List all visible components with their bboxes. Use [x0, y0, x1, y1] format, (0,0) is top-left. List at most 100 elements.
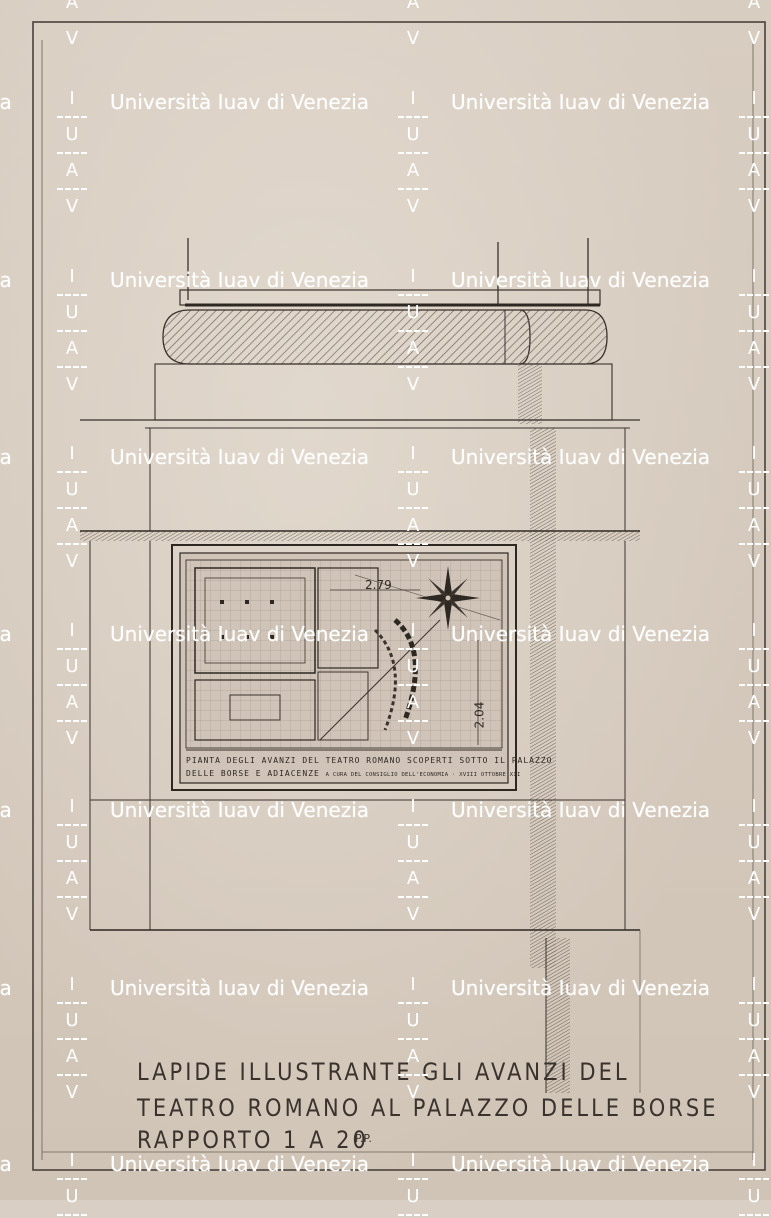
- outer-frame: [32, 21, 766, 1171]
- watermark-dash: [57, 1038, 87, 1042]
- plaque-caption-line2-main: DELLE BORSE E ADIACENZE: [186, 769, 320, 778]
- watermark-dash: [739, 1074, 769, 1078]
- watermark-letter: V: [406, 28, 420, 49]
- watermark-dash: [398, 1002, 428, 1006]
- watermark-dash: [739, 543, 769, 547]
- watermark-letter: V: [747, 904, 761, 925]
- shadow-band-2: [530, 428, 556, 968]
- watermark-letter: V: [747, 551, 761, 572]
- watermark-dash: [57, 116, 87, 120]
- watermark-dash: [398, 1178, 428, 1182]
- watermark-dash: [57, 1178, 87, 1182]
- initials: P.P.: [355, 1132, 372, 1145]
- watermark-letter: U: [747, 124, 761, 145]
- watermark-letter: U: [747, 1010, 761, 1031]
- watermark-dash: [398, 188, 428, 192]
- watermark-dash: [398, 684, 428, 688]
- watermark-letter: A: [406, 0, 420, 13]
- watermark-letter: I: [410, 1150, 416, 1171]
- watermark-letter: I: [69, 266, 75, 287]
- watermark-letter: V: [747, 374, 761, 395]
- plaque-frame: [171, 544, 517, 791]
- watermark-letter: V: [747, 196, 761, 217]
- watermark-text: Università Iuav di Venezia: [451, 90, 711, 114]
- watermark-letter: A: [747, 0, 761, 13]
- watermark-letter: A: [65, 515, 79, 536]
- watermark-letter: V: [747, 728, 761, 749]
- watermark-letter: U: [406, 656, 420, 677]
- watermark-letter: U: [747, 832, 761, 853]
- watermark-letter: U: [747, 1186, 761, 1207]
- watermark-letter: V: [65, 904, 79, 925]
- watermark-text: Università Iuav di Venezia: [451, 268, 711, 292]
- watermark-letter: I: [69, 88, 75, 109]
- watermark-text: Università Iuav di Venezia: [451, 622, 711, 646]
- watermark-text-partial: ia: [0, 1152, 12, 1176]
- watermark-letter: V: [65, 28, 79, 49]
- watermark-text: Università Iuav di Venezia: [110, 1152, 370, 1176]
- watermark-dash: [739, 860, 769, 864]
- watermark-letter: V: [65, 374, 79, 395]
- plaque-caption-line2: DELLE BORSE E ADIACENZE A CURA DEL CONSI…: [186, 769, 521, 778]
- watermark-text: Università Iuav di Venezia: [110, 268, 370, 292]
- watermark-text-partial: ia: [0, 268, 12, 292]
- watermark-letter: A: [406, 160, 420, 181]
- watermark-dash: [739, 152, 769, 156]
- watermark-letter: I: [410, 796, 416, 817]
- watermark-dash: [739, 1038, 769, 1042]
- watermark-letter: A: [406, 338, 420, 359]
- watermark-text: Università Iuav di Venezia: [451, 976, 711, 1000]
- watermark-dash: [398, 1214, 428, 1218]
- watermark-letter: I: [69, 974, 75, 995]
- watermark-text: Università Iuav di Venezia: [110, 976, 370, 1000]
- watermark-letter: I: [69, 1150, 75, 1171]
- watermark-letter: I: [410, 266, 416, 287]
- watermark-letter: A: [65, 0, 79, 13]
- watermark-letter: U: [747, 302, 761, 323]
- watermark-letter: U: [65, 656, 79, 677]
- watermark-letter: A: [406, 692, 420, 713]
- watermark-letter: V: [406, 374, 420, 395]
- watermark-dash: [739, 330, 769, 334]
- dimension-width-label: 2.79: [365, 578, 392, 592]
- watermark-letter: A: [406, 1046, 420, 1067]
- watermark-text-partial: ia: [0, 622, 12, 646]
- watermark-dash: [57, 471, 87, 475]
- watermark-dash: [57, 720, 87, 724]
- watermark-dash: [57, 1002, 87, 1006]
- title-line-2: TEATRO ROMANO AL PALAZZO DELLE BORSE: [137, 1094, 719, 1122]
- watermark-letter: U: [406, 302, 420, 323]
- watermark-dash: [398, 507, 428, 511]
- watermark-letter: V: [65, 551, 79, 572]
- watermark-dash: [739, 116, 769, 120]
- watermark-dash: [57, 860, 87, 864]
- watermark-dash: [739, 366, 769, 370]
- watermark-dash: [739, 824, 769, 828]
- plaque-caption-line2-small: A CURA DEL CONSIGLIO DELL'ECONOMIA · XVI…: [325, 772, 521, 778]
- watermark-letter: I: [751, 974, 757, 995]
- watermark-letter: I: [69, 443, 75, 464]
- watermark-dash: [739, 684, 769, 688]
- dimension-height-label: 2.04: [472, 701, 487, 729]
- title-line-1: LAPIDE ILLUSTRANTE GLI AVANZI DEL: [137, 1058, 630, 1086]
- watermark-text-partial: ia: [0, 445, 12, 469]
- watermark-letter: U: [65, 124, 79, 145]
- watermark-dash: [739, 188, 769, 192]
- watermark-letter: V: [406, 196, 420, 217]
- watermark-dash: [57, 648, 87, 652]
- watermark-letter: I: [410, 443, 416, 464]
- watermark-dash: [398, 543, 428, 547]
- watermark-dash: [739, 1178, 769, 1182]
- watermark-text-partial: ia: [0, 90, 12, 114]
- watermark-letter: U: [65, 832, 79, 853]
- watermark-dash: [57, 188, 87, 192]
- watermark-letter: U: [65, 302, 79, 323]
- watermark-letter: A: [747, 515, 761, 536]
- watermark-letter: U: [65, 1186, 79, 1207]
- shadow-band-1: [518, 364, 542, 424]
- watermark-letter: V: [406, 904, 420, 925]
- watermark-text: Università Iuav di Venezia: [451, 1152, 711, 1176]
- watermark-dash: [398, 896, 428, 900]
- watermark-letter: I: [751, 1150, 757, 1171]
